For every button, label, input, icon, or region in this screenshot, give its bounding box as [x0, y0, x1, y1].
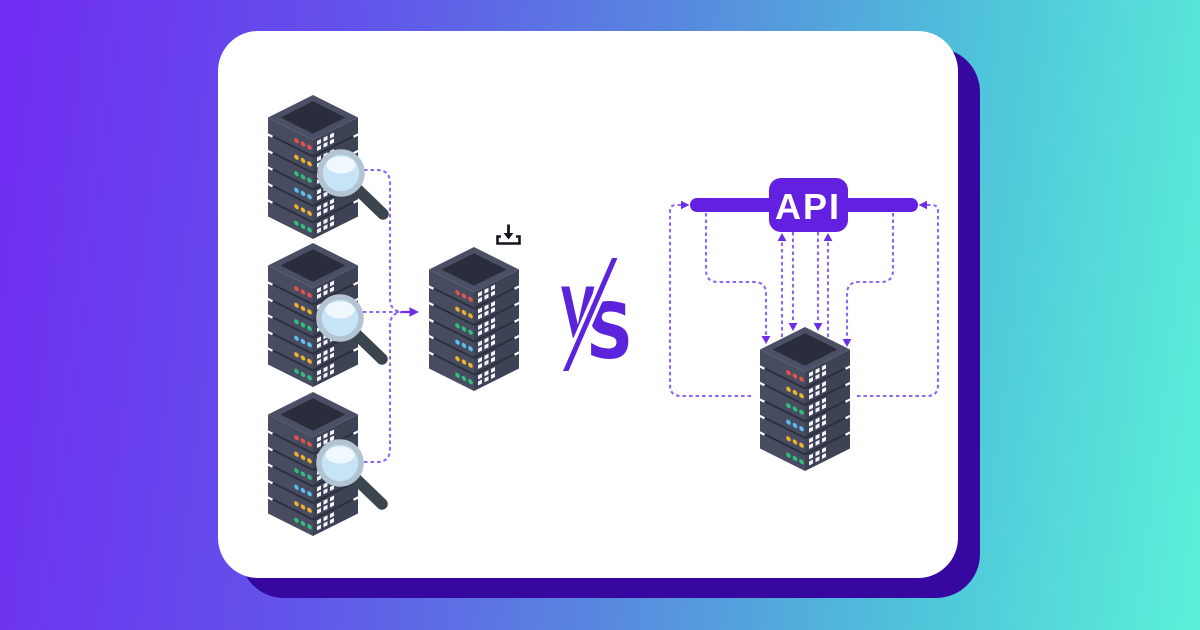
merge-arrowhead [409, 307, 419, 317]
api-label: API [775, 186, 841, 227]
scraping-group [265, 93, 522, 538]
vs-divider: V S [557, 254, 633, 376]
api-group: API [668, 178, 940, 473]
scraping-connectors [363, 168, 419, 464]
vs-slash [557, 254, 623, 375]
api-server [757, 325, 853, 473]
download-icon [496, 224, 521, 245]
api-badge [769, 178, 848, 232]
collector-server [426, 245, 522, 393]
api-connectors [668, 200, 940, 398]
